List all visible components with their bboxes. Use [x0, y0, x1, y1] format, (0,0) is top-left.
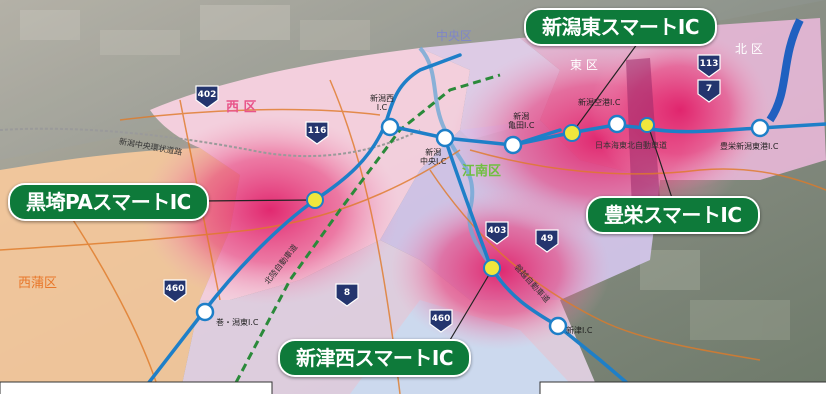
ward-higashi: 東 区 [570, 58, 598, 72]
ic-markers [195, 114, 770, 336]
road-label-nihonkai: 日本海東北自動車道 [595, 141, 667, 150]
route-113: 113 [699, 59, 719, 69]
route-460-south: 460 [431, 314, 451, 324]
route-shields [163, 54, 721, 333]
ic-label-niitsu: 新津I.C [566, 326, 593, 335]
ward-chuo: 中央区 [436, 29, 473, 43]
ic-label-maki-kata: 巻・潟東I.C [216, 318, 259, 327]
callout-toyosaka-smart-ic[interactable]: 豊栄スマートIC [586, 196, 760, 234]
smart-ic-markers [306, 117, 655, 277]
ward-kita: 北 区 [735, 42, 763, 56]
route-402: 402 [197, 90, 217, 100]
route-7: 7 [705, 84, 713, 94]
ic-label-niigata-kameda: 新潟 亀田I.C [508, 112, 535, 130]
ward-konan: 江南区 [462, 164, 502, 179]
ic-label-niigata-nishi: 新潟西 I.C [370, 94, 394, 112]
heat-kurosaki [140, 115, 400, 305]
callout-niitsu-nishi-smart-ic[interactable]: 新津西スマートIC [278, 339, 472, 377]
callout-leaders [199, 39, 673, 341]
route-49: 49 [540, 234, 554, 244]
ic-label-niigata-airport: 新潟空港I.C [578, 98, 621, 107]
callout-kurosaki-pa-smart-ic[interactable]: 黒埼PAスマートIC [8, 183, 209, 221]
route-8: 8 [343, 288, 351, 298]
route-116: 116 [307, 126, 327, 136]
hokuriku-expressway [138, 53, 462, 394]
ward-nishi: 西 区 [226, 100, 257, 115]
callout-niigata-higashi-smart-ic[interactable]: 新潟東スマートIC [524, 8, 718, 46]
rail-line [228, 73, 501, 394]
photo-texture [20, 5, 790, 340]
ic-label-niigata-chuo: 新潟 中央I.C [420, 148, 447, 166]
route-403: 403 [487, 226, 507, 236]
ward-nishikan: 西蒲区 [18, 276, 58, 291]
ic-label-toyosaka-higashi: 豊栄新潟東港I.C [720, 142, 779, 151]
route-460-west: 460 [165, 284, 185, 294]
